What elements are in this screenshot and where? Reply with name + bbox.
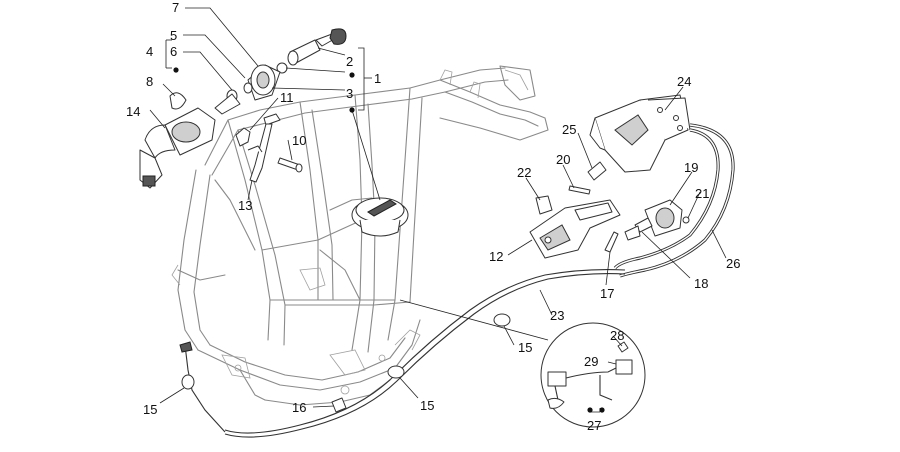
- callout-25: 25: [562, 122, 576, 137]
- key-part: [315, 28, 347, 47]
- callout-16: 16: [292, 400, 306, 415]
- motor-part: [634, 199, 683, 237]
- callout-5: 5: [170, 28, 177, 43]
- callout-11: 11: [280, 90, 294, 105]
- callout-6: 6: [170, 44, 177, 59]
- callout-8: 8: [146, 74, 153, 89]
- cables: [179, 123, 735, 438]
- callout-3: 3: [346, 86, 353, 101]
- saddle-lock-group: [529, 94, 691, 259]
- callout-18: 18: [694, 276, 708, 291]
- callout-labels: 7 5 4 6 8 14 11 10 13 2 1 3 24 25 20 22 …: [126, 0, 740, 433]
- callout-19: 19: [684, 160, 698, 175]
- callout-17: 17: [600, 286, 614, 301]
- callout-10: 10: [292, 133, 306, 148]
- callout-1: 1: [374, 71, 381, 86]
- switch-housing-part: [139, 107, 216, 189]
- leader-lines: [149, 7, 727, 413]
- actuator-part: [529, 199, 621, 259]
- callout-23: 23: [550, 308, 564, 323]
- callout-15-left: 15: [143, 402, 157, 417]
- lock-housing-part: [247, 64, 281, 101]
- scooter-frame: [171, 65, 549, 406]
- seat-lock-part: [589, 94, 691, 173]
- callout-21: 21: [695, 186, 709, 201]
- callout-14: 14: [126, 104, 140, 119]
- callout-26: 26: [726, 256, 740, 271]
- callout-15-right: 15: [518, 340, 532, 355]
- clip-part: [331, 397, 347, 413]
- lock-cylinder-part: [276, 39, 321, 74]
- callout-4: 4: [146, 44, 153, 59]
- callout-24: 24: [677, 74, 691, 89]
- callout-13: 13: [238, 198, 252, 213]
- detail-inset: [540, 322, 646, 428]
- callout-2: 2: [346, 54, 353, 69]
- ignition-lock-group: [139, 28, 347, 189]
- callout-15-center: 15: [420, 398, 434, 413]
- fuel-cap-part: [351, 197, 409, 237]
- callout-22: 22: [517, 165, 531, 180]
- callout-7: 7: [172, 0, 179, 15]
- callout-27: 27: [587, 418, 601, 433]
- callout-20: 20: [556, 152, 570, 167]
- marker-dots: [173, 67, 605, 413]
- lever-part: [247, 113, 281, 183]
- callout-29: 29: [584, 354, 598, 369]
- callout-12: 12: [489, 249, 503, 264]
- callout-28: 28: [610, 328, 624, 343]
